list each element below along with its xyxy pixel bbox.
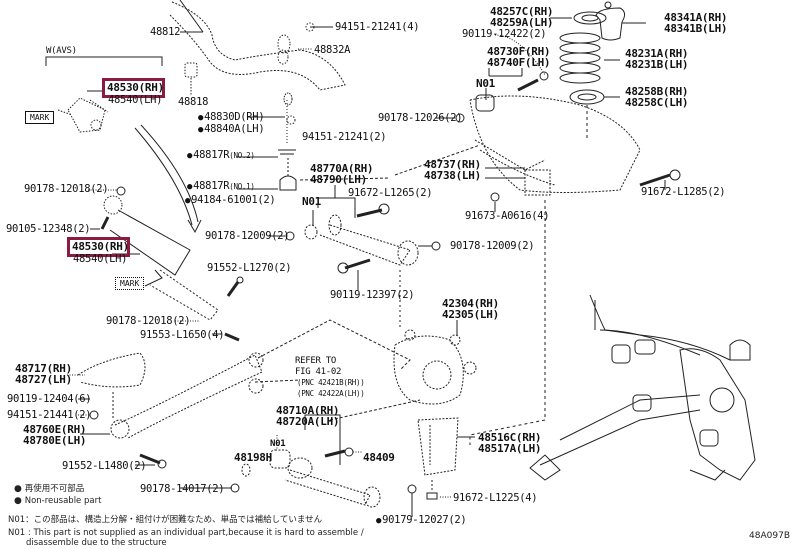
knuckle-drawing <box>393 329 477 405</box>
part-number: 48817R <box>193 180 230 192</box>
part-48770a-rh[interactable]: 48770A(RH) <box>310 162 374 175</box>
part-48717-rh[interactable]: 48717(RH) <box>15 362 72 375</box>
shock-absorber-drawing <box>103 195 219 321</box>
part-48780e-lh[interactable]: 48780E(LH) <box>23 434 87 447</box>
part-48341b-lh[interactable]: 48341B(LH) <box>664 22 728 35</box>
part-variant: (NO.1) <box>229 182 255 191</box>
highlight-48530-upper[interactable] <box>102 78 165 98</box>
part-48720a-lh[interactable]: 48720A(LH) <box>276 415 340 428</box>
part-91672-l1285[interactable]: 91672-L1285(2) <box>641 186 726 198</box>
part-48516c-rh[interactable]: 48516C(RH) <box>478 431 542 444</box>
part-94151-21241-4[interactable]: 94151-21241(4) <box>335 21 420 33</box>
n01-marker-top: N01 <box>476 77 495 90</box>
part-91552-l1480[interactable]: 91552-L1480(2) <box>62 460 147 472</box>
part-48258b-rh[interactable]: 48258B(RH) <box>625 85 689 98</box>
part-90178-12009-right[interactable]: 90178-12009(2) <box>450 240 535 252</box>
part-94151-21441[interactable]: 94151-21441(2) <box>7 409 92 421</box>
bracket-48516-drawing <box>417 417 459 476</box>
part-90179-12027[interactable]: 90179-12027(2) <box>376 515 467 527</box>
note-n01-jp: N01：この部品は、構造上分解・組付けが困難なため、単品では補給していません <box>8 515 323 525</box>
lower-arm-drawing <box>77 352 264 439</box>
part-48540-lh-middle[interactable]: 48540(LH) <box>73 253 128 265</box>
part-90119-12422[interactable]: 90119-12422(2) <box>462 28 547 40</box>
part-48830d-rh[interactable]: 48830D(RH) <box>198 112 265 124</box>
part-48258c-lh[interactable]: 48258C(LH) <box>625 96 689 109</box>
coil-spring-drawing <box>559 11 607 105</box>
part-94184-61001[interactable]: 94184-61001(2) <box>185 195 276 207</box>
legend-non-reusable-jp: ● 再使用不可部品 <box>14 484 85 494</box>
mark-callout-upper: MARK <box>25 111 55 124</box>
label-wavs: W(AVS) <box>46 46 77 56</box>
stabilizer-bracket-drawing <box>184 22 315 125</box>
part-48832a[interactable]: 48832A <box>314 44 351 56</box>
part-48517a-lh[interactable]: 48517A(LH) <box>478 442 542 455</box>
legend-non-reusable-en: ● Non-reusable part <box>14 496 102 506</box>
part-48760e-rh[interactable]: 48760E(RH) <box>23 423 87 436</box>
toe-link-drawing <box>241 449 381 508</box>
part-90119-12404[interactable]: 90119-12404(6) <box>7 393 92 405</box>
refer-to-line2[interactable]: FIG 41-02 <box>295 367 342 377</box>
part-48817r-no1[interactable]: 48817R(NO.1) <box>187 181 255 193</box>
part-48740f-lh[interactable]: 48740F(LH) <box>487 56 551 69</box>
part-91673-a0616[interactable]: 91673-A0616(4) <box>465 210 550 222</box>
part-48727-lh[interactable]: 48727(LH) <box>15 373 72 386</box>
part-90178-12009-left[interactable]: 90178-12009(2) <box>205 230 290 242</box>
part-42304-rh[interactable]: 42304(RH) <box>442 297 499 310</box>
part-48818[interactable]: 48818 <box>178 96 209 108</box>
upper-arm-drawing <box>304 214 419 266</box>
part-48257c-rh[interactable]: 48257C(RH) <box>490 5 554 18</box>
part-91552-l1270[interactable]: 91552-L1270(2) <box>207 262 292 274</box>
part-42305-lh[interactable]: 42305(LH) <box>442 308 499 321</box>
part-90119-12397[interactable]: 90119-12397(2) <box>330 289 415 301</box>
part-48540-lh-upper[interactable]: 48540(LH) <box>108 94 163 106</box>
part-90178-12018-lower[interactable]: 90178-12018(2) <box>106 315 191 327</box>
part-48817r-no2[interactable]: 48817R(NO.2) <box>187 150 255 162</box>
direction-arrow <box>134 127 193 226</box>
note-n01-en-line1: N01 : This part is not supplied as an in… <box>8 528 364 538</box>
wavs-bracket <box>45 56 163 66</box>
part-48738-lh[interactable]: 48738(LH) <box>424 169 481 182</box>
part-48530-rh-middle[interactable]: 48530(RH) <box>72 240 129 253</box>
part-48530-rh-upper[interactable]: 48530(RH) <box>107 81 164 94</box>
part-48840a-lh[interactable]: 48840A(LH) <box>198 124 265 136</box>
part-91553-l1650[interactable]: 91553-L1650(4) <box>140 329 225 341</box>
part-48730f-rh[interactable]: 48730F(RH) <box>487 45 551 58</box>
part-48790-lh[interactable]: 48790(LH) <box>310 173 367 186</box>
part-94151-21241-2[interactable]: 94151-21241(2) <box>302 131 387 143</box>
stabilizer-link-drawing <box>237 92 297 191</box>
refer-to-pnc-lh[interactable]: (PNC 42422A(LH)) <box>297 389 365 398</box>
part-48231a-rh[interactable]: 48231A(RH) <box>625 47 689 60</box>
part-90105-12348[interactable]: 90105-12348(2) <box>6 223 91 235</box>
part-48231b-lh[interactable]: 48231B(LH) <box>625 58 689 71</box>
rear-suspension-assembly-drawing <box>529 294 756 481</box>
figure-id: 48A097B <box>749 531 790 541</box>
refer-to-line1[interactable]: REFER TO <box>295 356 336 366</box>
part-90178-14017[interactable]: 90178-14017(2) <box>140 483 225 495</box>
part-48341a-rh[interactable]: 48341A(RH) <box>664 11 728 24</box>
bump-stopper-drawing <box>595 1 626 41</box>
n01-marker-bottom: N01 <box>270 439 286 449</box>
part-48710a-rh[interactable]: 48710A(RH) <box>276 404 340 417</box>
part-90178-12026[interactable]: 90178-12026(2) <box>378 112 463 124</box>
part-48812[interactable]: 48812 <box>150 26 181 38</box>
n01-marker-middle: N01 <box>302 195 321 208</box>
mark-callout-middle: MARK <box>115 277 145 290</box>
part-variant: (NO.2) <box>229 151 255 160</box>
shock-absorber-upper-drawing <box>57 97 109 133</box>
highlight-48530-middle[interactable] <box>67 237 130 257</box>
part-91672-l1225[interactable]: 91672-L1225(4) <box>453 492 538 504</box>
refer-to-pnc-rh[interactable]: (PNC 42421B(RH)) <box>297 378 365 387</box>
leader <box>179 0 204 33</box>
part-48198h[interactable]: 48198H <box>234 451 272 464</box>
part-91672-l1265[interactable]: 91672-L1265(2) <box>348 187 433 199</box>
part-number: 48817R <box>193 149 230 161</box>
part-90178-12018-upper[interactable]: 90178-12018(2) <box>24 183 109 195</box>
part-48737-rh[interactable]: 48737(RH) <box>424 158 481 171</box>
part-48409[interactable]: 48409 <box>363 451 395 464</box>
part-48259a-lh[interactable]: 48259A(LH) <box>490 16 554 29</box>
note-n01-en-line2: disassemble due to the structure <box>26 538 167 548</box>
crossmember-drawing <box>469 95 641 196</box>
